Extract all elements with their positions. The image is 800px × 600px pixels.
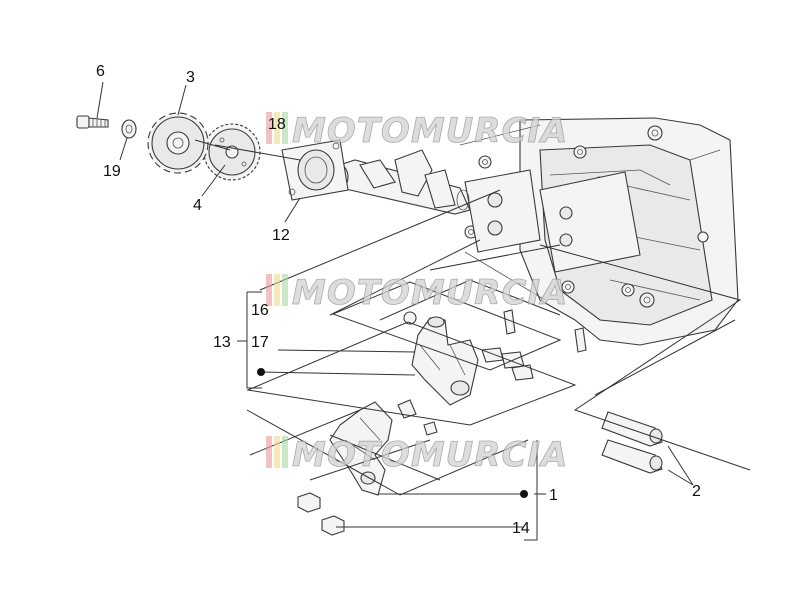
- watermark-middle: MOTOMURCIA: [266, 273, 568, 313]
- reference-dot-1: [520, 490, 528, 498]
- leader-lines: [96, 81, 694, 541]
- watermark-top: MOTOMURCIA: [266, 111, 568, 151]
- adjuster-nuts: [297, 492, 345, 536]
- callout-16: 16: [251, 302, 269, 319]
- callout-13: 13: [213, 334, 231, 351]
- callout-2: 2: [692, 483, 701, 500]
- callout-14: 14: [512, 520, 530, 537]
- timing-gear: [147, 112, 209, 174]
- svg-text:MOTOMURCIA: MOTOMURCIA: [292, 111, 568, 151]
- watermark-bottom: MOTOMURCIA: [266, 435, 568, 475]
- cylinder-studs: [503, 309, 587, 353]
- callout-6: 6: [96, 63, 105, 80]
- callout-18: 18: [268, 116, 286, 133]
- reference-dot-13: [257, 368, 265, 376]
- rocker-arm-lower: [329, 399, 438, 496]
- callout-19: 19: [103, 163, 121, 180]
- callout-1: 1: [549, 487, 558, 504]
- chain-sprocket: [203, 123, 261, 181]
- screw: [76, 115, 109, 129]
- valve-pins: [601, 411, 663, 474]
- assembly-outlines: [194, 139, 751, 496]
- svg-text:MOTOMURCIA: MOTOMURCIA: [292, 435, 568, 475]
- callout-4: 4: [193, 197, 202, 214]
- callout-17: 17: [251, 334, 269, 351]
- camshaft: [327, 149, 471, 215]
- washer: [121, 119, 137, 139]
- callout-12: 12: [272, 227, 290, 244]
- rocker-arm-upper: [403, 311, 479, 406]
- flange-plate: [281, 139, 349, 201]
- svg-text:MOTOMURCIA: MOTOMURCIA: [292, 273, 568, 313]
- callout-3: 3: [186, 69, 195, 86]
